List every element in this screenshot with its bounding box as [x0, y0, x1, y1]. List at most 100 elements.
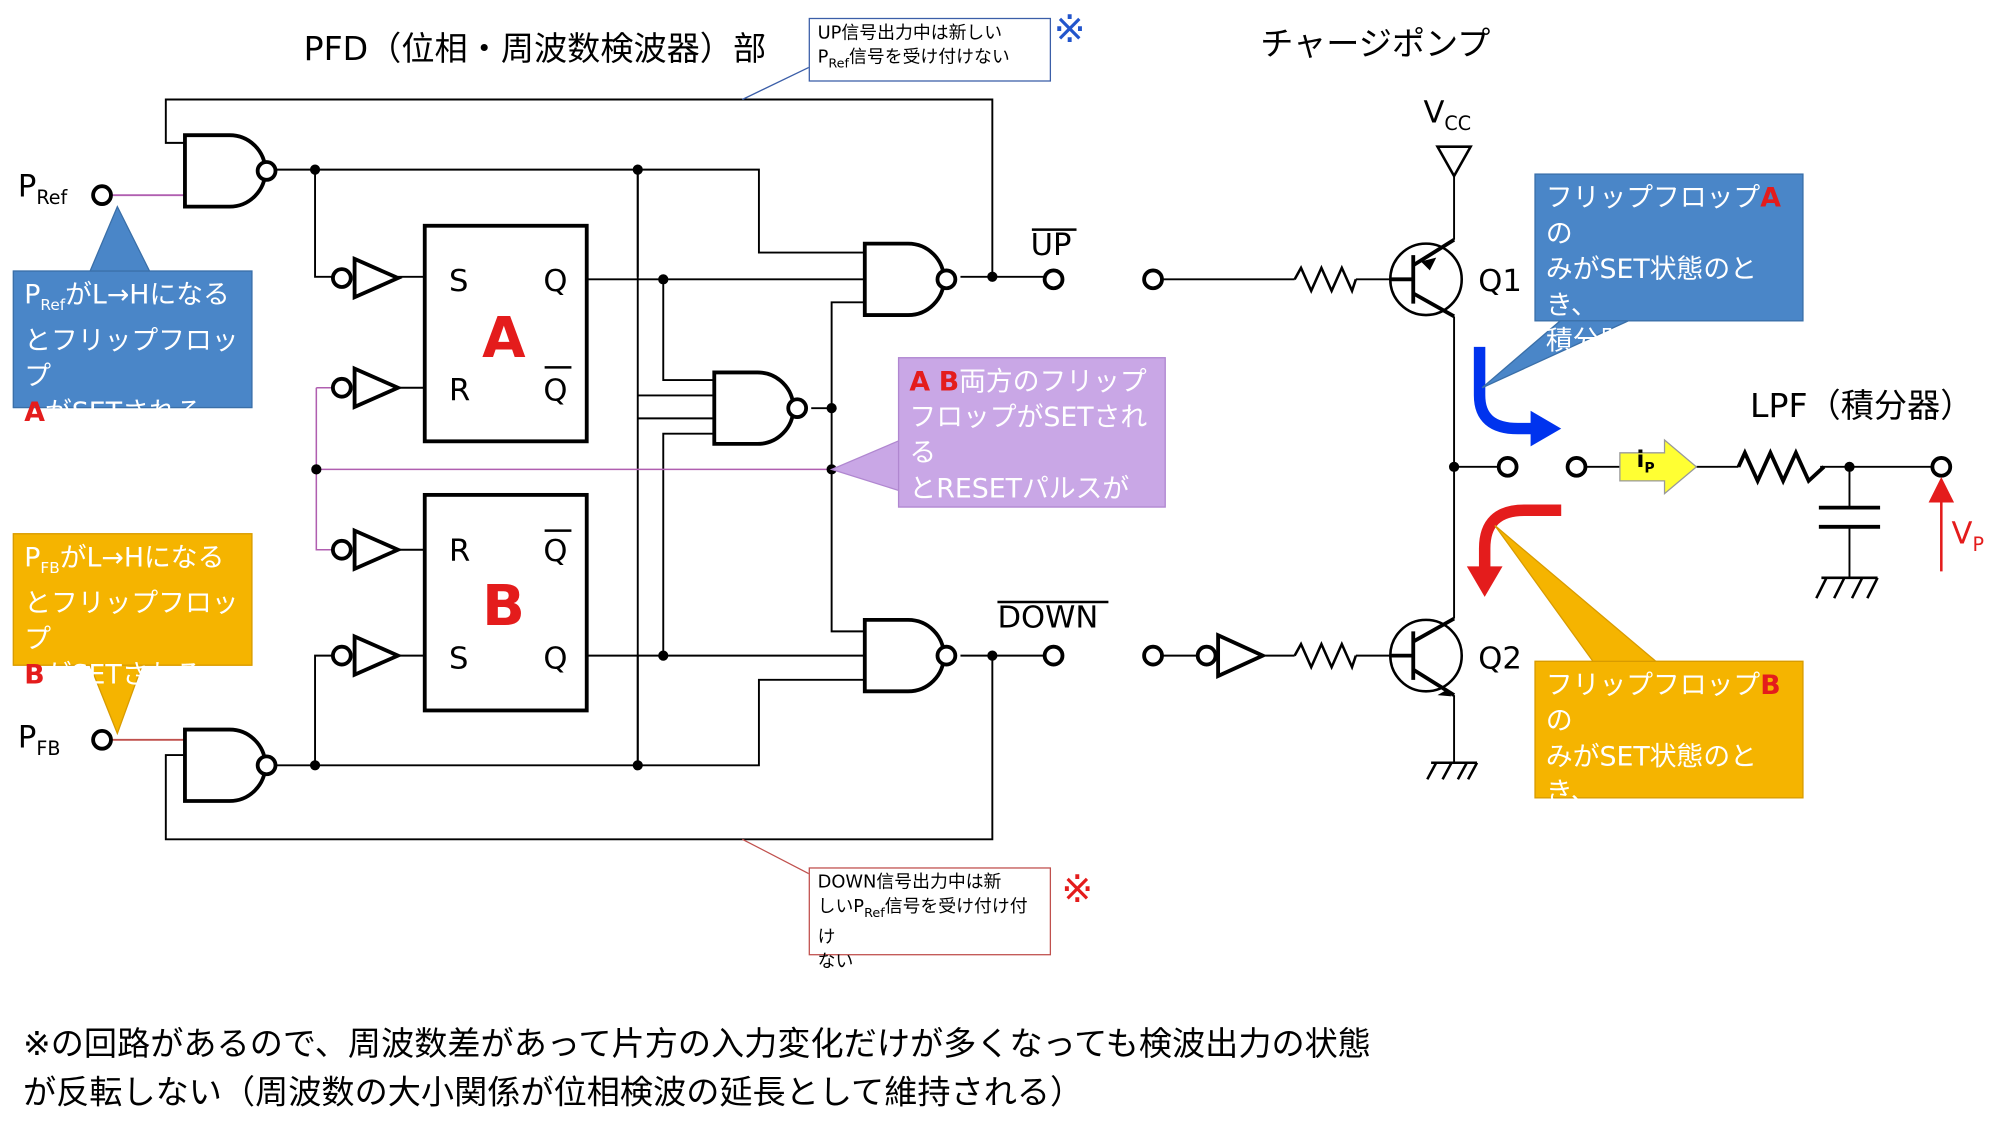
- pfb-callout-line3: BがSETされる: [24, 657, 241, 693]
- up-note-rest: 信号を受け付けない: [849, 47, 1010, 68]
- ff-b-r-label: R: [448, 533, 471, 569]
- discharge-callout-line1: フリップフロップBの: [1546, 667, 1792, 738]
- pfb-nand-gate-icon: [183, 727, 268, 803]
- vcc-main: V: [1423, 94, 1445, 131]
- up-note-line1: UP信号出力中は新しい: [817, 22, 1003, 44]
- pfb-callout-sub: FB: [40, 558, 60, 577]
- set-a-inverter-icon: [352, 255, 403, 301]
- down-nand-gate-icon: [862, 617, 946, 694]
- reset-callout-line3: とRESETパルスが生: [909, 473, 1130, 540]
- pref-callout-text3: がSETされる: [44, 396, 203, 428]
- pref-label: PRef: [18, 168, 67, 209]
- down-note-line3: ない: [817, 951, 854, 972]
- capacitor-icon: [1818, 505, 1881, 529]
- q2-ground-icon: [1426, 761, 1479, 780]
- up-note-box: UP信号出力中は新しい PRef信号を受け付けない: [808, 17, 1052, 82]
- up-note-mark: ※: [1053, 7, 1086, 53]
- reset-callout-line1: A B両方のフリップ: [909, 364, 1154, 400]
- down-note-line2: しいPRef信号を受け付け付け: [818, 895, 1042, 950]
- pfb-callout-p: P: [24, 542, 41, 573]
- pref-callout-ff: A: [24, 396, 45, 428]
- charge-pump-heading: チャージポンプ: [1260, 25, 1491, 64]
- pref-callout-p: P: [24, 279, 41, 310]
- pfb-callout-ff: B: [24, 659, 45, 691]
- reset-callout-b: B: [938, 366, 960, 397]
- lpf-ground-icon: [1815, 576, 1879, 599]
- down-note-p: P: [853, 896, 865, 918]
- vp-main: V: [1951, 515, 1973, 552]
- ff-b-q-label: Q: [543, 640, 568, 677]
- charge-callout-line3: 積分器を充電する: [1545, 325, 1761, 356]
- up-note-line2: PRef信号を受け付けない: [818, 46, 1042, 76]
- pfd-heading: PFD（位相・周波数検波器）部: [303, 30, 767, 69]
- lpf-resistor-icon: [1736, 448, 1826, 486]
- pref-callout-line2: とフリップフロップ: [24, 325, 239, 392]
- charge-callout-text1a: フリップフロップ: [1545, 182, 1761, 214]
- charge-callout-line2: みがSET状態のとき、: [1545, 253, 1757, 321]
- lpf-heading: LPF（積分器）: [1749, 387, 1974, 427]
- pfb-label-main: P: [17, 719, 37, 756]
- q1-base-resistor-icon: [1293, 264, 1358, 295]
- ip-label: iP: [1636, 446, 1654, 476]
- charge-callout-ff: A: [1760, 182, 1781, 214]
- reset-callout: A B両方のフリップ フロップがSETされる とRESETパルスが生 成される: [897, 357, 1166, 575]
- ff-a-r-label: R: [448, 372, 471, 409]
- ff-b-name: B: [482, 573, 525, 640]
- ff-a-qbar-label: Q: [543, 372, 568, 409]
- up-feedback-wire: [164, 98, 994, 277]
- reset-nand-gate-icon: [712, 370, 796, 446]
- pfb-callout-text3: がSETされる: [44, 659, 203, 691]
- charge-callout-text1b: の: [1545, 218, 1573, 249]
- footer-line1: ※の回路があるので、周波数差があって片方の入力変化だけが多くなっても検波出力の状…: [22, 1025, 1371, 1064]
- vp-sub: P: [1972, 532, 1985, 556]
- ff-a-name: A: [482, 306, 526, 372]
- discharge-callout-text1b: の: [1545, 705, 1573, 736]
- pref-callout-sub: Ref: [40, 296, 66, 315]
- charge-arrow-icon: [1473, 346, 1536, 435]
- down-note-pre: しい: [817, 896, 854, 918]
- charge-callout-line1: フリップフロップA の: [1546, 180, 1792, 251]
- up-label: UP: [1030, 227, 1072, 263]
- down-note-box: DOWN信号出力中は新 しいPRef信号を受け付け付け ない: [808, 867, 1052, 972]
- pref-callout: PRefがL→Hになる とフリップフロップ AがSETされる: [12, 270, 253, 428]
- discharge-callout-text1a: フリップフロップ: [1545, 669, 1761, 701]
- reset-callout-line4: 成される: [909, 544, 1017, 576]
- pfb-callout-line2: とフリップフロップ: [24, 588, 239, 655]
- pref-callout-line3: AがSETされる: [24, 394, 241, 430]
- down-note-sub: Ref: [864, 906, 885, 921]
- reset-a-inverter-icon: [352, 365, 403, 410]
- pref-nand-gate-icon: [183, 133, 268, 209]
- vp-label: VP: [1952, 515, 1984, 556]
- down-note-mark: ※: [1061, 867, 1094, 912]
- vcc-sub: CC: [1444, 111, 1472, 135]
- pfb-callout-line1: PFBがL→Hになる: [24, 540, 241, 586]
- reset-b-inverter-icon: [352, 527, 403, 572]
- pref-label-sub: Ref: [36, 185, 68, 209]
- vcc-triangle-icon: [1435, 145, 1473, 179]
- pfb-callout-text1: がL→Hになる: [59, 542, 225, 573]
- down-feedback-wire: [164, 655, 994, 841]
- reset-callout-line2: フロップがSETされる: [909, 401, 1148, 469]
- ip-main: i: [1636, 446, 1645, 474]
- set-b-inverter-icon: [352, 633, 403, 678]
- down-note-rest: 信号を受け付け付け: [817, 896, 1028, 948]
- up-note-p: P: [817, 47, 829, 68]
- discharge-callout: フリップフロップBの みがSET状態のとき、 積分器を放電する: [1534, 660, 1804, 843]
- pfb-callout: PFBがL→Hになる とフリップフロップ BがSETされる: [12, 533, 253, 690]
- reset-callout-text1: 両方のフリップ: [959, 366, 1147, 397]
- pref-callout-line1: PRefがL→Hになる: [24, 277, 241, 323]
- q1-label: Q1: [1478, 262, 1522, 299]
- up-note-sub: Ref: [828, 57, 850, 72]
- q2-label: Q2: [1478, 640, 1522, 677]
- flipflop-a-box: [422, 223, 589, 444]
- up-nand-gate-icon: [862, 241, 946, 317]
- footer-line2: が反転しない（周波数の大小関係が位相検波の延長として維持される）: [22, 1073, 1084, 1113]
- reset-callout-a: A: [909, 366, 931, 397]
- discharge-arrow-icon: [1478, 504, 1562, 569]
- pref-callout-text1: がL→Hになる: [65, 279, 230, 310]
- pfb-label-sub: FB: [36, 736, 61, 760]
- vcc-label: VCC: [1423, 94, 1471, 135]
- pfb-label: PFB: [18, 719, 61, 760]
